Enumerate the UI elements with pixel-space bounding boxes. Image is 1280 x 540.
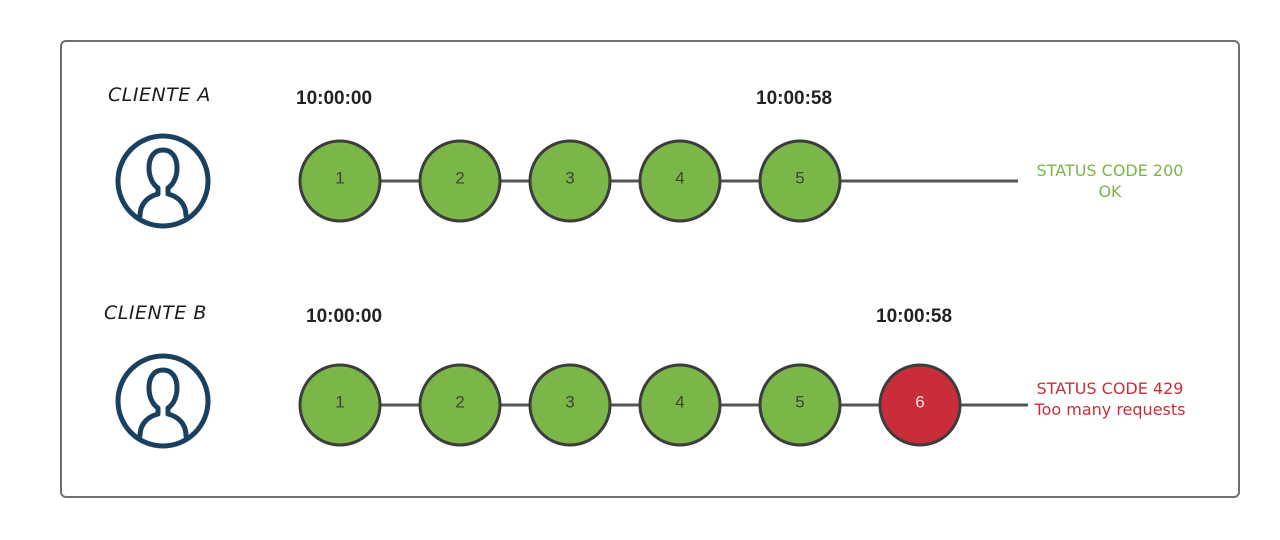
request-circle xyxy=(298,139,382,223)
client-a-status-text: OK xyxy=(1098,182,1122,201)
client-b-label: CLIENTE B xyxy=(104,302,207,324)
request-circle xyxy=(758,363,842,447)
request-circle xyxy=(638,139,722,223)
request-number: 1 xyxy=(335,168,344,187)
request-circle xyxy=(528,139,612,223)
request-circle xyxy=(298,363,382,447)
client-b-request-node: 3 xyxy=(528,363,612,447)
request-number: 4 xyxy=(675,168,684,187)
user-avatar-icon xyxy=(115,353,211,449)
client-a-request-node: 3 xyxy=(528,139,612,223)
client-b-request-node: 2 xyxy=(418,363,502,447)
client-b-request-node: 1 xyxy=(298,363,382,447)
request-number: 2 xyxy=(455,392,464,411)
client-b-request-node: 4 xyxy=(638,363,722,447)
request-number: 2 xyxy=(455,168,464,187)
client-b-start-time: 10:00:00 xyxy=(306,306,383,327)
client-a-label: CLIENTE A xyxy=(108,84,211,106)
request-circle xyxy=(758,139,842,223)
client-a-request-node: 4 xyxy=(638,139,722,223)
request-number: 4 xyxy=(675,392,684,411)
user-avatar-icon xyxy=(115,133,211,229)
request-number: 5 xyxy=(795,392,804,411)
client-a-request-node: 5 xyxy=(758,139,842,223)
client-b-request-node: 5 xyxy=(758,363,842,447)
request-number: 5 xyxy=(795,168,804,187)
request-circle xyxy=(528,363,612,447)
client-a-request-node: 2 xyxy=(418,139,502,223)
request-number: 6 xyxy=(915,392,924,411)
request-circle xyxy=(638,363,722,447)
request-number: 1 xyxy=(335,392,344,411)
request-circle xyxy=(418,139,502,223)
diagram-frame xyxy=(60,40,1240,498)
request-number: 3 xyxy=(565,392,574,411)
client-b-status-code: STATUS CODE 429 xyxy=(1036,379,1184,398)
client-b-status: STATUS CODE 429 Too many requests xyxy=(1020,378,1200,420)
request-circle xyxy=(878,363,962,447)
client-a-request-node: 1 xyxy=(298,139,382,223)
client-b-request-node: 6 xyxy=(878,363,962,447)
client-b-end-time: 10:00:58 xyxy=(876,306,953,327)
request-number: 3 xyxy=(565,168,574,187)
client-a-end-time: 10:00:58 xyxy=(756,88,833,109)
client-a-status-code: STATUS CODE 200 xyxy=(1036,161,1184,180)
client-a-status: STATUS CODE 200 OK xyxy=(1020,160,1200,202)
client-b-status-text: Too many requests xyxy=(1034,400,1186,419)
client-a-start-time: 10:00:00 xyxy=(296,88,373,109)
request-circle xyxy=(418,363,502,447)
